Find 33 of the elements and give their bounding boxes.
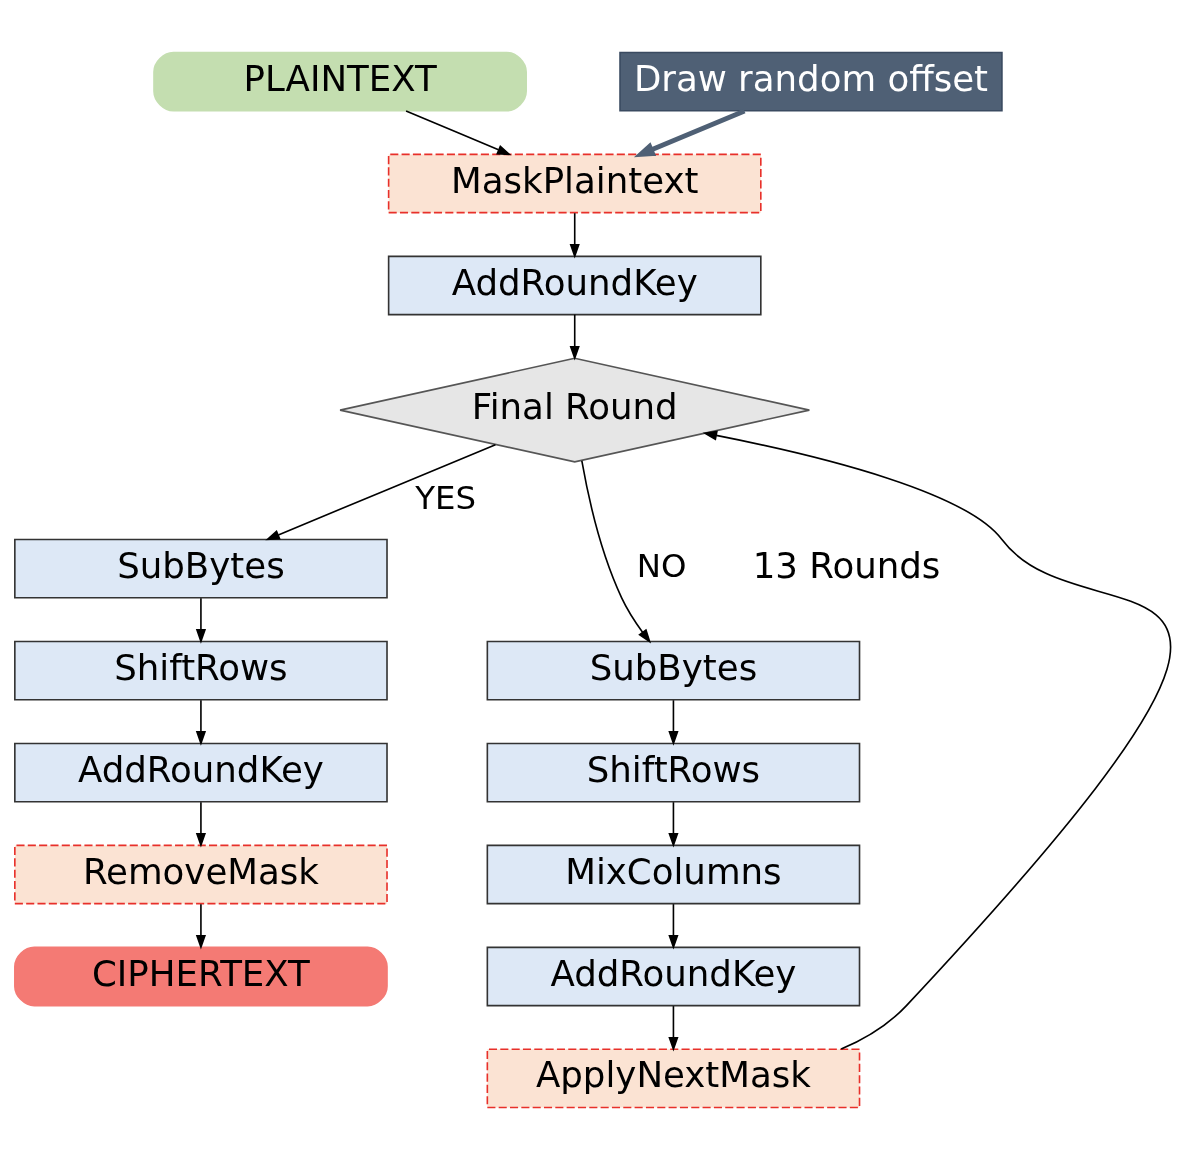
arrow: [633, 108, 746, 157]
arrow: [195, 902, 207, 950]
node-box: CIPHERTEXT: [14, 946, 388, 1006]
label: 13 Rounds: [752, 544, 941, 586]
node-box: PLAINTEXT: [153, 51, 527, 112]
node-box: AddRoundKey: [387, 255, 762, 315]
node-box: MaskPlaintext: [387, 153, 762, 213]
arrow: [668, 902, 679, 950]
arrow: [668, 698, 679, 746]
arrow: [668, 1004, 679, 1051]
node-box: SubBytes: [486, 640, 861, 701]
arrow: [195, 800, 207, 848]
edge-label: YES: [415, 478, 476, 517]
arrow: [195, 698, 207, 746]
arrow: [668, 800, 679, 848]
arrow: [195, 597, 207, 644]
arrow: [265, 443, 497, 540]
node-box: SubBytes: [14, 538, 388, 599]
edge-label: NO: [636, 546, 687, 585]
arrow: [405, 109, 512, 155]
arrow: [569, 313, 580, 361]
node-box: ShiftRows: [486, 742, 861, 802]
node-diamond: Final Round: [339, 357, 811, 463]
arrow: [581, 459, 652, 643]
arrow: [702, 430, 1172, 1050]
node-box: AddRoundKey: [486, 946, 861, 1006]
node-box: RemoveMask: [14, 844, 388, 904]
node-box: ApplyNextMask: [486, 1047, 861, 1108]
arrow: [569, 211, 580, 259]
node-box: AddRoundKey: [14, 742, 388, 802]
node-box: ShiftRows: [14, 640, 388, 701]
node-box: Draw random offset: [619, 51, 1003, 112]
node-box: MixColumns: [486, 844, 861, 904]
